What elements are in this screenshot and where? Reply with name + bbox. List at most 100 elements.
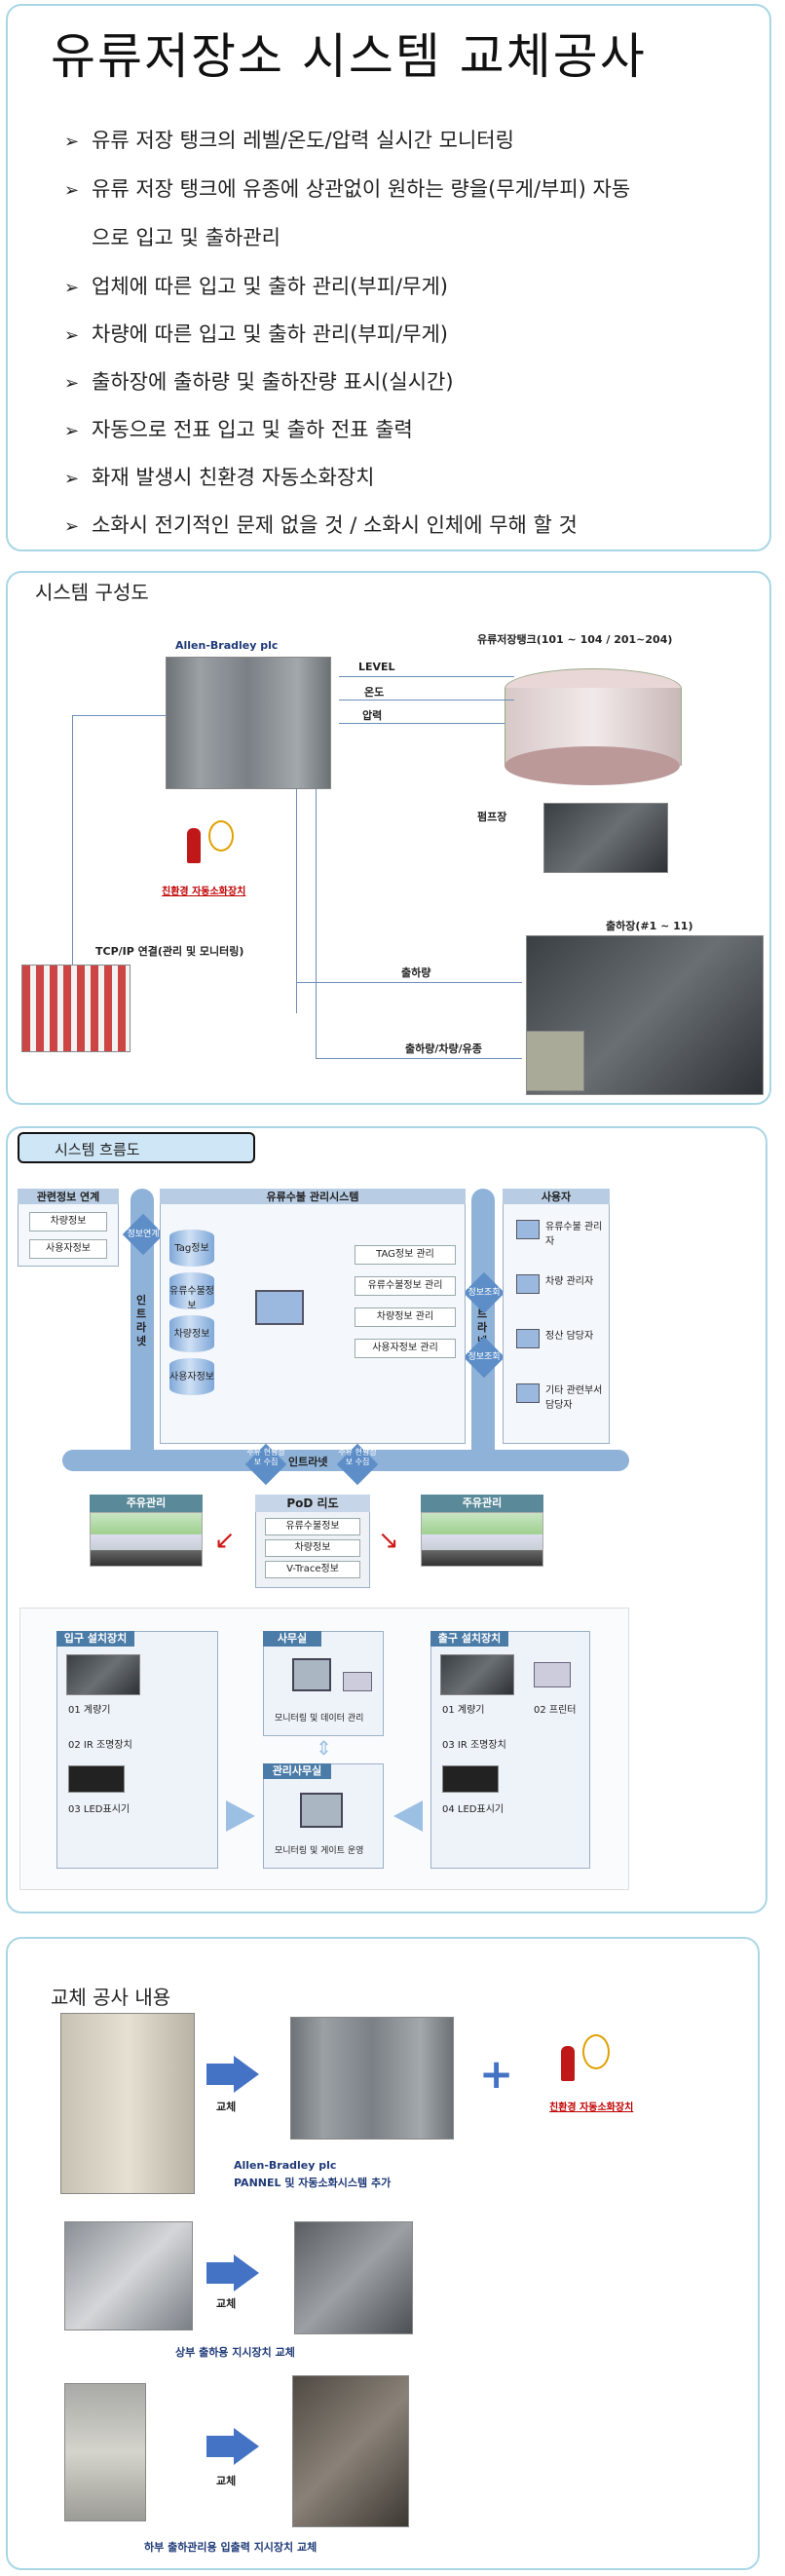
- link-label: 정보연계: [127, 1230, 160, 1239]
- user-computer-icon: [516, 1329, 540, 1348]
- connector-line: [296, 789, 297, 1013]
- plc-caption-sub: PANNEL 및 자동소화시스템 추가: [234, 2177, 392, 2189]
- mgmt-item: TAG정보 관리: [355, 1245, 456, 1265]
- pod-item: 차량정보: [265, 1539, 360, 1557]
- db-cylinder: 차량정보: [169, 1315, 214, 1352]
- scale-photo: [440, 1654, 514, 1695]
- user-role: 유류수불 관리자: [545, 1222, 603, 1247]
- query-label: 정보조회: [467, 1288, 501, 1298]
- admin-head: 관리사무실: [263, 1763, 331, 1779]
- left-arrow-icon: [393, 1800, 423, 1832]
- user-role: 차량 관리자: [545, 1276, 594, 1287]
- pod-item: V-Trace정보: [265, 1561, 360, 1578]
- connector-line: [316, 1058, 522, 1059]
- old-io-panel-photo: [64, 2383, 146, 2521]
- double-arrow-icon: ⇕: [316, 1736, 332, 1760]
- led-display-photo: [442, 1765, 499, 1793]
- outlet-item: 03 IR 조명장치: [442, 1740, 506, 1751]
- user-computer-icon: [516, 1274, 540, 1294]
- plc-caption: Allen-Bradley plc: [234, 2159, 337, 2172]
- oil-tank-illustration: [505, 663, 682, 789]
- replace-arrow-icon: [206, 2262, 234, 2284]
- bullet-item: ➢유류 저장 탱크의 레벨/온도/압력 실시간 모니터링: [64, 129, 514, 152]
- printer-icon: [343, 1672, 372, 1691]
- mgmt-item: 유류수불정보 관리: [355, 1276, 456, 1296]
- office-head: 사무실: [263, 1631, 321, 1647]
- replace-label: 교체: [216, 2101, 237, 2113]
- page-title: 유류저장소 시스템 교체공사: [51, 28, 647, 85]
- scale-photo: [66, 1654, 140, 1695]
- inlet-head: 입구 설치장치: [56, 1631, 134, 1647]
- related-item: 사용자정보: [29, 1239, 107, 1259]
- connector-line: [316, 789, 317, 1058]
- upper-indicator-caption: 상부 출하용 지시장치 교체: [175, 2346, 295, 2359]
- inlet-item: 02 IR 조명장치: [68, 1740, 132, 1751]
- computer-icon: [255, 1290, 304, 1325]
- replace-arrow-icon: [206, 2436, 234, 2457]
- arrow-bullet-icon: ➢: [64, 325, 80, 346]
- signal-label-pressure: 압력: [362, 709, 383, 722]
- bullet-item: ➢차량에 따른 입고 및 출하 관리(부피/무게): [64, 322, 448, 346]
- intranet-label-horizontal: 인트라넷: [288, 1456, 328, 1468]
- bullet-item: ➢출하장에 출하량 및 출하잔량 표시(실시간): [64, 370, 454, 394]
- replace-label: 교체: [216, 2475, 237, 2487]
- plus-icon: +: [479, 2050, 514, 2098]
- outlet-item: 04 LED표시기: [442, 1804, 505, 1815]
- mgmt-item: 사용자정보 관리: [355, 1339, 456, 1358]
- bullet-item: ➢소화시 전기적인 문제 없을 것 / 소화시 인체에 무해 할 것: [64, 513, 578, 537]
- arrow-bullet-icon: ➢: [64, 373, 80, 394]
- query-label: 정보조회: [467, 1352, 501, 1362]
- section-title: 시스템 구성도: [35, 581, 149, 604]
- led-display-photo: [68, 1765, 125, 1793]
- replace-label: 교체: [216, 2297, 237, 2310]
- db-cylinder: 사용자정보: [169, 1358, 214, 1395]
- intranet-label-vertical: 인트라넷: [136, 1294, 147, 1347]
- shipment-detail-label: 출하량/차량/유종: [405, 1042, 482, 1055]
- connector-line: [296, 982, 522, 983]
- bullet-item: ➢유류 저장 탱크에 유종에 상관없이 원하는 량을(무게/부피) 자동: [64, 177, 631, 201]
- signal-label-temp: 온도: [364, 686, 385, 699]
- flow-title-box: 시스템 흐름도: [18, 1132, 255, 1163]
- outlet-item: 01 계량기: [442, 1705, 485, 1716]
- tcp-label: TCP/IP 연결(관리 및 모니터링): [95, 945, 244, 958]
- db-cylinder: 유류수불정보: [169, 1272, 214, 1311]
- new-io-panel-photo: [292, 2375, 409, 2527]
- pump-station-photo: [543, 803, 668, 873]
- user-computer-icon: [516, 1383, 540, 1403]
- arrow-bullet-icon: ➢: [64, 132, 80, 152]
- extinguisher-gauge-icon: [582, 2034, 610, 2069]
- extinguisher-gauge-icon: [208, 820, 234, 852]
- connector-line: [72, 715, 166, 716]
- red-curve-arrow-icon: ↘: [378, 1526, 399, 1555]
- user-role: 정산 담당자: [545, 1331, 594, 1342]
- old-indicator-photo: [64, 2221, 193, 2330]
- admin-computer-icon: [300, 1793, 343, 1828]
- right-arrow-icon: [226, 1800, 255, 1832]
- mgmt-item: 차량정보 관리: [355, 1307, 456, 1327]
- plc-cabinet-photo: [166, 657, 331, 789]
- connector-line: [72, 715, 73, 968]
- fuel-mgmt-head: 주유관리: [90, 1495, 203, 1512]
- replace-arrow-head-icon: [234, 2056, 259, 2093]
- inlet-item: 01 계량기: [68, 1705, 111, 1716]
- bullet-item: ➢화재 발생시 친환경 자동소화장치: [64, 466, 375, 489]
- tank-label: 유류저장탱크(101 ~ 104 / 201~204): [477, 633, 673, 646]
- bullet-item: 으로 입고 및 출하관리: [92, 226, 280, 249]
- section-title: 교체 공사 내용: [51, 1986, 171, 2009]
- related-item: 차량정보: [29, 1212, 107, 1231]
- admin-caption: 모니터링 및 게이트 운영: [275, 1846, 364, 1856]
- replace-arrow-head-icon: [234, 2254, 259, 2292]
- pod-head: PoD 리도: [255, 1495, 370, 1512]
- inlet-item: 03 LED표시기: [68, 1804, 131, 1815]
- tanker-truck-image: [421, 1512, 543, 1567]
- lower-io-caption: 하부 출하관리용 입출력 지시장치 교체: [144, 2541, 318, 2554]
- db-cylinder: Tag정보: [169, 1230, 214, 1267]
- red-curve-arrow-icon: ↙: [214, 1526, 236, 1555]
- fire-extinguisher-icon: [561, 2046, 575, 2081]
- arrow-bullet-icon: ➢: [64, 421, 80, 441]
- related-info-head: 관련정보 연계: [18, 1189, 119, 1204]
- connector-line: [339, 723, 505, 724]
- user-role: 기타 관련부서 담당자: [545, 1385, 603, 1411]
- arrow-bullet-icon: ➢: [64, 469, 80, 489]
- bullet-item: ➢자동으로 전표 입고 및 출하 전표 출력: [64, 418, 413, 441]
